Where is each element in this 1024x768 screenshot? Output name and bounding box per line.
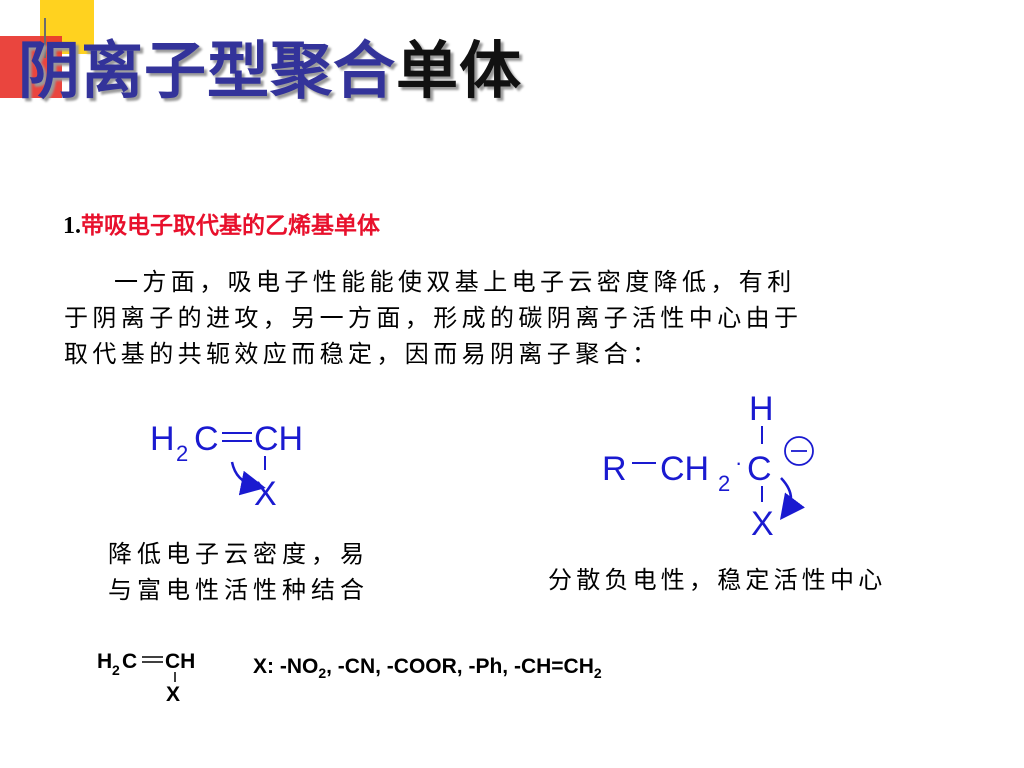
- vinyl-monomer-formula: H 2 C CH X: [150, 420, 303, 513]
- caption-right: 分散负电性，稳定活性中心: [548, 566, 887, 594]
- slide-title: 阴离子型聚合单体: [18, 40, 522, 102]
- formula-right-r: R: [602, 450, 627, 488]
- caption-left-line: 与富电性活性种结合: [108, 576, 369, 604]
- formula-right-dot: ·: [735, 450, 742, 475]
- corner-decoration-red: [0, 36, 62, 98]
- electron-shift-arrow: [230, 461, 266, 496]
- formula-right-h: H: [749, 390, 774, 428]
- formula-right-ch-subscript: 2: [718, 471, 730, 496]
- caption-left: 降低电子云密度，易 与富电性活性种结合: [108, 536, 369, 608]
- small-formula-h: H: [97, 650, 112, 673]
- section-number: 1.: [63, 213, 81, 239]
- substituent-list: X: -NO2, -CN, -COOR, -Ph, -CH=CH2: [253, 655, 602, 681]
- body-paragraph: 一方面，吸电子性能能使双基上电子云密度降低，有利 于阴离子的进攻，另一方面，形成…: [64, 264, 964, 372]
- formula-left-c: C: [194, 420, 219, 458]
- formula-right-c: C: [747, 450, 772, 488]
- corner-decoration-line: [44, 18, 46, 58]
- formula-left-h: H: [150, 420, 175, 458]
- substituent-list-sub1: 2: [318, 665, 327, 682]
- carbanion-formula: R CH 2 · C H X: [602, 390, 814, 543]
- section-heading: 1.带吸电子取代基的乙烯基单体: [63, 206, 380, 240]
- small-formula-h-subscript: 2: [112, 662, 120, 678]
- formula-left-ch: CH: [254, 420, 303, 458]
- substituent-list-prefix: X: -NO: [253, 655, 319, 678]
- small-formula-x: X: [166, 683, 180, 706]
- charge-delocalization-arrow: [780, 477, 805, 521]
- slide-title-part2: 单体: [396, 34, 523, 107]
- caption-left-line: 降低电子云密度，易: [108, 540, 369, 568]
- paragraph-line: 取代基的共轭效应而稳定，因而易阴离子聚合：: [64, 340, 661, 368]
- small-formula-c: C: [122, 650, 137, 673]
- formula-right-ch: CH: [660, 450, 709, 488]
- section-heading-text: 带吸电子取代基的乙烯基单体: [81, 212, 380, 239]
- formula-left-h-subscript: 2: [176, 441, 188, 466]
- substituent-list-middle: , -CN, -COOR, -Ph, -CH=CH: [326, 655, 594, 678]
- formula-right-x: X: [751, 505, 774, 543]
- paragraph-line: 一方面，吸电子性能能使双基上电子云密度降低，有利: [114, 268, 796, 296]
- negative-charge-circle: [784, 436, 814, 466]
- paragraph-line: 于阴离子的进攻，另一方面，形成的碳阴离子活性中心由于: [64, 304, 803, 332]
- substituent-list-sub2: 2: [593, 665, 602, 682]
- small-formula-ch: CH: [165, 650, 195, 673]
- slide-title-part1: 阴离子型聚合: [18, 34, 397, 107]
